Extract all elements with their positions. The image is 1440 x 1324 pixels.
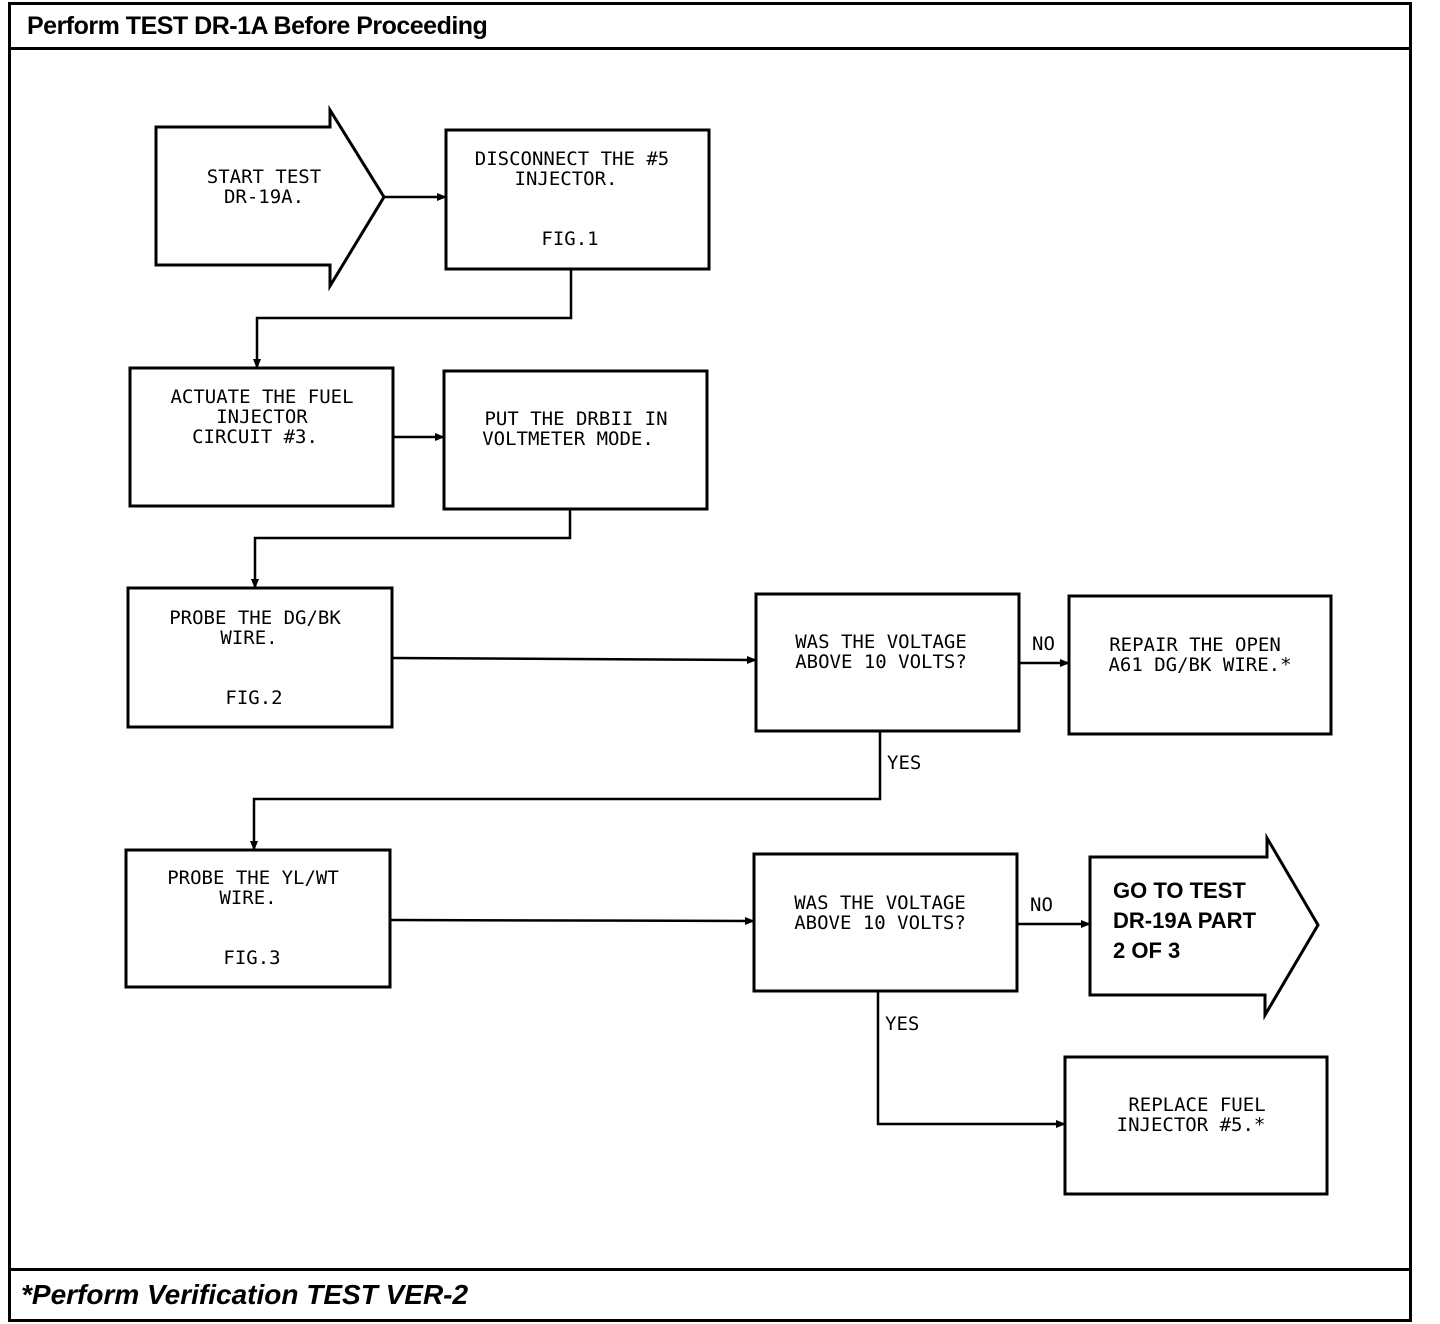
probe-yl-node: PROBE THE YL/WT WIRE. FIG.3 bbox=[124, 848, 392, 989]
drbii-line1: PUT THE DRBII IN bbox=[484, 408, 667, 430]
drbii-line2: VOLTMETER MODE. bbox=[482, 428, 654, 450]
question2-line1: WAS THE VOLTAGE bbox=[794, 892, 966, 914]
connector-drbii-to-probe-dg bbox=[251, 509, 572, 589]
replace-line1: REPLACE FUEL bbox=[1128, 1094, 1265, 1116]
start-line1: START TEST bbox=[207, 166, 321, 188]
probe-dg-fig: FIG.2 bbox=[225, 687, 282, 709]
goto-line2: DR-19A PART bbox=[1113, 908, 1257, 933]
probe-yl-line1: PROBE THE YL/WT bbox=[167, 867, 339, 889]
header-title: Perform TEST DR-1A Before Proceeding bbox=[27, 12, 488, 40]
connector-question1-yes bbox=[250, 731, 882, 851]
connector-probe-dg-to-question1 bbox=[391, 655, 757, 664]
start-node: START TEST DR-19A. bbox=[154, 104, 386, 292]
disconnect-line1: DISCONNECT THE #5 bbox=[475, 148, 669, 170]
label-yes-1: YES bbox=[887, 752, 921, 774]
connector-question2-yes bbox=[876, 991, 1066, 1128]
probe-dg-line2: WIRE. bbox=[220, 627, 277, 649]
probe-yl-line2: WIRE. bbox=[219, 887, 276, 909]
label-no-2: NO bbox=[1030, 894, 1053, 916]
disconnect-fig: FIG.1 bbox=[541, 228, 598, 250]
connector-probe-yl-to-question2 bbox=[389, 916, 755, 925]
probe-yl-fig: FIG.3 bbox=[223, 947, 280, 969]
goto-node: GO TO TEST DR-19A PART 2 OF 3 bbox=[1088, 832, 1320, 1021]
connector-disconnect-to-actuate bbox=[253, 269, 573, 369]
repair-line1: REPAIR THE OPEN bbox=[1109, 634, 1281, 656]
probe-dg-node: PROBE THE DG/BK WIRE. FIG.2 bbox=[126, 586, 394, 729]
question1-line2: ABOVE 10 VOLTS? bbox=[795, 651, 967, 673]
disconnect-line2: INJECTOR. bbox=[515, 168, 618, 190]
goto-line3: 2 OF 3 bbox=[1113, 938, 1180, 963]
question1-node: WAS THE VOLTAGE ABOVE 10 VOLTS? bbox=[754, 592, 1021, 733]
start-line2: DR-19A. bbox=[224, 186, 304, 208]
label-yes-2: YES bbox=[885, 1013, 919, 1035]
actuate-line3: CIRCUIT #3. bbox=[192, 426, 318, 448]
drbii-node: PUT THE DRBII IN VOLTMETER MODE. bbox=[442, 369, 709, 511]
actuate-line2: INJECTOR bbox=[216, 406, 308, 428]
question2-node: WAS THE VOLTAGE ABOVE 10 VOLTS? bbox=[752, 852, 1019, 993]
repair-line2: A61 DG/BK WIRE.* bbox=[1108, 654, 1291, 676]
footer-bar: *Perform Verification TEST VER-2 bbox=[11, 1268, 1409, 1319]
replace-line2: INJECTOR #5.* bbox=[1117, 1114, 1266, 1136]
header-bar: Perform TEST DR-1A Before Proceeding bbox=[11, 5, 1409, 50]
goto-line1: GO TO TEST bbox=[1113, 878, 1246, 903]
repair-node: REPAIR THE OPEN A61 DG/BK WIRE.* bbox=[1067, 594, 1333, 736]
actuate-line1: ACTUATE THE FUEL bbox=[170, 386, 353, 408]
question1-line1: WAS THE VOLTAGE bbox=[795, 631, 967, 653]
actuate-node: ACTUATE THE FUEL INJECTOR CIRCUIT #3. bbox=[128, 366, 395, 508]
footer-note: *Perform Verification TEST VER-2 bbox=[21, 1279, 469, 1310]
replace-node: REPLACE FUEL INJECTOR #5.* bbox=[1063, 1055, 1329, 1196]
label-no-1: NO bbox=[1032, 633, 1055, 655]
probe-dg-line1: PROBE THE DG/BK bbox=[169, 607, 341, 629]
diagram-frame: Perform TEST DR-1A Before Proceeding *Pe… bbox=[8, 2, 1412, 1322]
question2-line2: ABOVE 10 VOLTS? bbox=[794, 912, 966, 934]
disconnect-node: DISCONNECT THE #5 INJECTOR. FIG.1 bbox=[444, 128, 711, 271]
